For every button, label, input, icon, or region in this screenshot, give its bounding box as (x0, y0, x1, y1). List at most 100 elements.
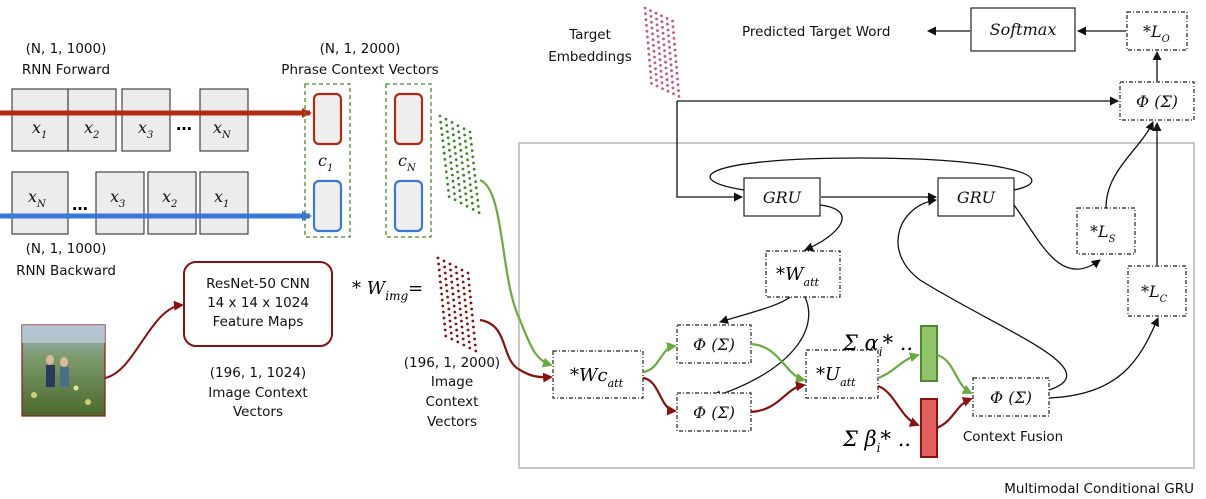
phrase-vector-dot (449, 161, 453, 165)
target-embedding-dot (663, 55, 667, 58)
image-vector-dot (449, 325, 452, 329)
image-vector-dot (446, 301, 450, 305)
target-embedding-dot (659, 69, 663, 73)
target-embedding-dot (660, 81, 664, 85)
backward-dims: (N, 1, 1000) (26, 241, 107, 257)
image-vector-dot (444, 334, 448, 338)
phrase-vector-dot (452, 133, 455, 137)
target-embedding-dot (672, 37, 676, 40)
image-vector-dot (451, 292, 455, 296)
phrase-vector-dot (459, 149, 463, 152)
target-embedding-dot (665, 78, 669, 81)
alpha-label: Σ αi* .. (842, 331, 913, 359)
target-embedding-dot (657, 40, 660, 44)
module-label: Multimodal Conditional GRU (1004, 481, 1194, 497)
phrase-vector-dot (451, 179, 455, 183)
phrase-vector-dot (463, 186, 467, 190)
phrase-c1-label: c1 (318, 151, 333, 174)
image-vector-dot (464, 304, 467, 308)
image-vector-dot (464, 310, 468, 314)
target-embedding-dot (652, 44, 655, 47)
phrase-vector-dot (458, 136, 461, 140)
image-vector-dot (467, 334, 470, 338)
multimodal-gru-boundary (518, 142, 1195, 469)
image-vector-dot (469, 301, 473, 305)
image-vector-dot (452, 298, 455, 302)
image-vector-dot (472, 325, 475, 329)
target-embedding-dot (653, 55, 656, 59)
target-embedding-dot (645, 24, 648, 27)
phrase-vector-dot (448, 148, 451, 152)
phrase-vector-dot (450, 173, 454, 177)
target-embedding-dot (644, 12, 647, 16)
image-vector-dot (462, 343, 466, 347)
image-vector-dot (466, 328, 470, 332)
beta-label: Σ βi* .. (842, 427, 911, 455)
phrase-vector-dot (457, 183, 461, 186)
phrase-vector-dot (445, 176, 449, 180)
target-embedding-dot (660, 75, 663, 79)
target-embedding-dot (666, 84, 669, 87)
watt-label: *Watt (776, 264, 819, 289)
target-embedding-dot (666, 28, 670, 32)
target-embedding-dot (658, 58, 662, 61)
image-ctx-dims: (196, 1, 2000) (404, 355, 500, 371)
target-embedding-dot (671, 25, 675, 29)
target-embedding-dot (666, 89, 670, 93)
image-vector-dot (471, 319, 475, 323)
phrase-vector-dot (474, 186, 478, 190)
target-embedding-dot (646, 35, 649, 39)
phrase-vector-dot (471, 208, 475, 211)
target-embedding-dot (668, 51, 672, 55)
target-embedding-dot (660, 14, 663, 18)
target-embedding-dot (670, 75, 674, 78)
lc-box (1127, 265, 1187, 317)
image-vector-dot (443, 322, 446, 326)
forward-dims: (N, 1, 1000) (26, 41, 107, 57)
image-vector-dot (468, 346, 472, 350)
target-embedding-dot (667, 40, 671, 43)
phrase-label: Phrase Context Vectors (281, 62, 438, 78)
ls-box (1076, 207, 1136, 255)
forward-cell-2 (67, 88, 117, 152)
phrase-vector-dot (446, 182, 450, 186)
target-embedding-dot (665, 72, 668, 76)
image-vector-dot (454, 265, 458, 269)
softmax-box (970, 7, 1076, 52)
fusion-to-lc-arrow (1048, 317, 1159, 399)
target-embedding-dot (650, 20, 653, 24)
target-embedding-dot (648, 58, 651, 62)
target-embedding-dot (658, 52, 661, 56)
forward-cell-label-3: x3 (138, 118, 153, 141)
target-embedding-dot (656, 35, 660, 38)
phrase-vector-dot (448, 155, 452, 158)
forward-ellipsis: … (176, 115, 192, 134)
image-vector-dot (467, 340, 471, 344)
target-embedding-dot (651, 32, 654, 36)
target-embedding-dot (655, 23, 659, 27)
target-embedding-dot (653, 61, 657, 65)
target-embedding-dot (664, 60, 667, 64)
uatt-label: *Uatt (816, 364, 856, 389)
target-embedding-dot (644, 18, 648, 21)
phrase-vector-dot (444, 170, 448, 174)
image-vector-dot (472, 331, 476, 335)
phrase-vector-dot (456, 124, 460, 127)
phrase-vector-dot (460, 155, 463, 159)
image-to-wcatt-arrow (479, 318, 553, 383)
phrase-vector-dot (476, 198, 480, 202)
phrase-vector-dot (470, 143, 473, 146)
image-vector-dot (448, 313, 451, 317)
target-embedding-dot (674, 54, 677, 58)
cnn-label-2: Vectors (233, 404, 283, 420)
target-embedding-dot (663, 49, 666, 52)
image-vector-dot (444, 277, 448, 281)
image-vector-dot (470, 307, 473, 311)
target-embedding-dot (669, 57, 672, 61)
phrase-dims: (N, 1, 2000) (320, 41, 401, 57)
phrase-vector-dots (438, 114, 481, 215)
phrase-vector-dot (459, 201, 463, 205)
image-vector-dot (457, 295, 461, 299)
fusion-to-gru2-arrow (897, 196, 1068, 391)
target-embedding-dot (654, 67, 657, 70)
